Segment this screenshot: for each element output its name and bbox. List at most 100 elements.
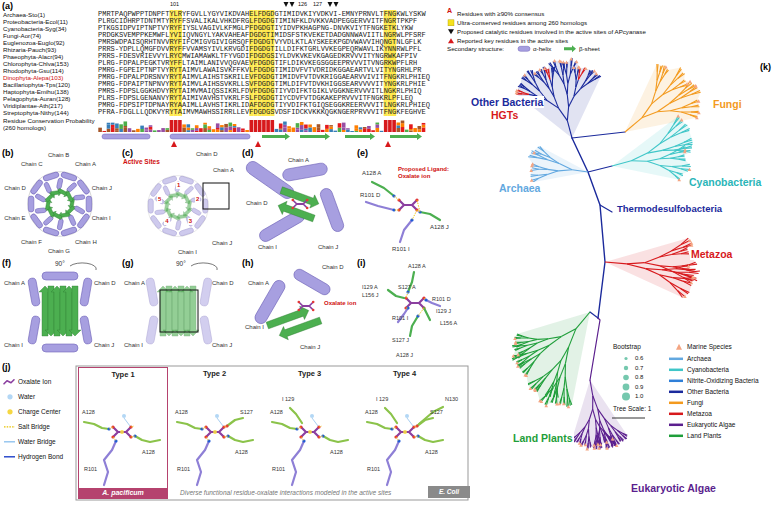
tree-branch: [531, 174, 538, 176]
logo-bar: [317, 130, 321, 132]
tree-branch: [691, 105, 698, 107]
tree-branch: [552, 72, 554, 78]
label: Secondary structure:: [447, 45, 504, 52]
tree-branch: [546, 68, 548, 73]
logo-bar: [283, 122, 287, 125]
logo-bar: [266, 120, 270, 132]
logo-bar: [119, 124, 123, 129]
residue-label: R101 I: [392, 315, 408, 321]
marine-marker: [516, 364, 520, 367]
tree-branch: [538, 71, 541, 76]
legend-text: β-sheet: [579, 45, 600, 52]
logo-bar: [300, 125, 304, 130]
logo-bar: [262, 120, 266, 132]
tree-branch: [670, 157, 678, 158]
tree-branch: [595, 76, 601, 79]
tree-branch: [682, 165, 691, 167]
tree-branch: [532, 354, 541, 359]
clade-label: Thermodesulfobacteria: [616, 204, 723, 215]
tree-branch: [678, 156, 684, 158]
helix: [148, 199, 153, 213]
atom: [292, 207, 295, 210]
legend-swatch: [669, 358, 683, 361]
label: Type 3: [298, 370, 321, 379]
logo-bar: [401, 121, 405, 124]
logo-bar: [195, 125, 199, 128]
marine-marker: [615, 444, 619, 447]
logo-bar: [220, 130, 224, 132]
tree-branch: [679, 81, 685, 85]
species-name: Bacillariophyta-Tps(120): [3, 81, 70, 88]
logo-bar: [254, 120, 258, 132]
chain-label: Chain H: [75, 239, 97, 246]
tree-branch: [541, 69, 543, 74]
panel-letter: (i): [357, 258, 366, 268]
logo-bar: [103, 131, 107, 132]
tree-branch: [517, 334, 522, 336]
chain-label: Chain A: [75, 161, 96, 168]
beta-sheet: [276, 199, 316, 225]
logo-bar: [140, 129, 144, 132]
logo-bar: [145, 130, 149, 132]
logo-bar: [279, 130, 283, 132]
water-bridge: [124, 418, 130, 426]
chain-label: Chain F: [21, 239, 42, 246]
logo-bar: [153, 130, 157, 132]
residue-stick: [206, 427, 211, 437]
logo-bar: [308, 124, 312, 127]
residue-stick: [290, 408, 302, 423]
tree-branch: [538, 174, 547, 176]
marine-marker: [680, 118, 684, 121]
tree-branch: [531, 175, 539, 176]
rotation-arrow: [70, 263, 96, 270]
logo-bar: [418, 129, 422, 132]
catalytic-marker: [334, 2, 339, 7]
helix: [74, 195, 85, 201]
tree-branch: [589, 409, 592, 419]
tree-branch: [669, 170, 675, 175]
tree-branch: [569, 398, 572, 405]
marine-marker: [523, 73, 527, 76]
logo-bar: [275, 129, 279, 132]
water: [215, 414, 219, 418]
marine-marker: [567, 405, 571, 408]
label: 0.9: [634, 384, 644, 391]
legend-text: Salt Bridge: [18, 423, 50, 430]
label: Chain D: [196, 151, 218, 158]
logo-bar: [145, 129, 149, 130]
bootstrap-dot: [623, 384, 630, 391]
legend-text: Archaea: [686, 355, 712, 362]
residue-label: A128: [142, 449, 155, 455]
tree-branch: [683, 281, 691, 285]
panel-letter: (h): [242, 258, 254, 268]
species-name: Rhodophyta-Gsu(114): [3, 67, 64, 74]
marine-marker: [575, 60, 579, 63]
logo-bar: [279, 128, 283, 129]
logo-bar: [107, 123, 111, 125]
water: [310, 414, 314, 418]
helix: [35, 208, 46, 214]
tree-branch: [681, 95, 691, 98]
species-name: Archaea-Sto(1): [3, 11, 45, 18]
logo-bar: [283, 125, 287, 128]
tree-branch: [675, 266, 687, 269]
tree-branch: [517, 335, 523, 337]
callout-number: 1: [176, 182, 181, 189]
tree-branch: [612, 161, 631, 166]
marine-marker: [664, 65, 668, 68]
type-panel: Type 1A. pacificum: [78, 367, 168, 499]
logo-bar: [107, 125, 111, 129]
residue-stick: [227, 418, 243, 426]
helix: [43, 226, 60, 236]
tree-branch: [576, 438, 579, 442]
tree-branch: [539, 174, 548, 178]
marine-marker: [592, 444, 596, 447]
tree-branch: [516, 344, 522, 347]
tree-branch: [528, 156, 537, 158]
sheet-arrow: [345, 133, 375, 140]
tree-branch: [595, 75, 600, 79]
marine-marker: [515, 361, 519, 364]
label: 0.8: [634, 374, 644, 381]
legend-symbol: [448, 29, 454, 34]
